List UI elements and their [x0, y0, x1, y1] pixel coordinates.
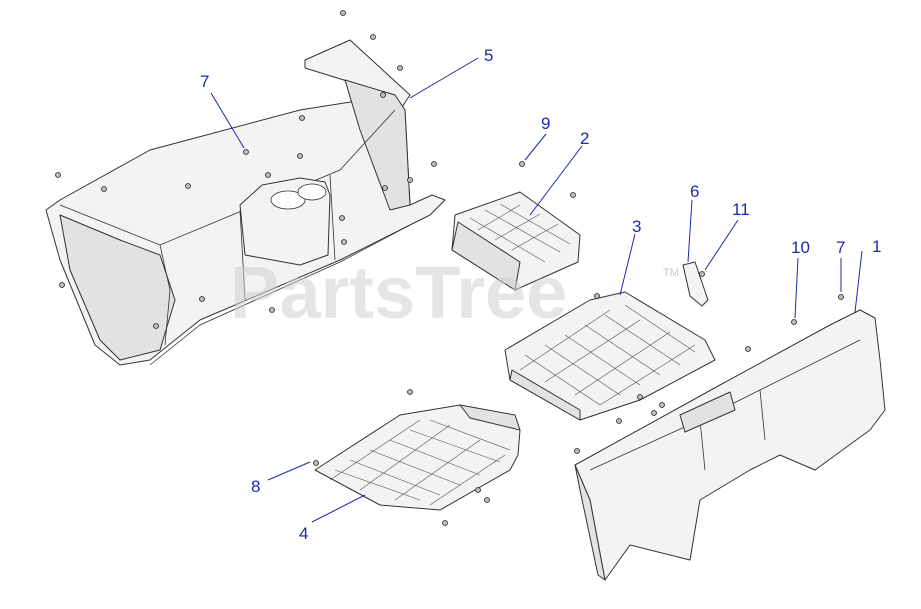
callout-10[interactable]: 10	[791, 238, 810, 257]
watermark-trademark: TM	[663, 267, 679, 279]
callout-7[interactable]: 7	[200, 72, 209, 91]
callout-8[interactable]: 8	[251, 477, 260, 496]
fasteners	[55, 10, 844, 526]
part-4-floor-plate[interactable]	[314, 404, 521, 511]
part-6-bracket[interactable]	[682, 261, 709, 307]
callout-3[interactable]: 3	[632, 217, 641, 236]
callout-6[interactable]: 6	[690, 182, 699, 201]
callout-labels: 1 2 3 4 5 6 7 7 8 9 10 11	[200, 46, 881, 543]
callout-2[interactable]: 2	[580, 129, 589, 148]
part-3-floor-grate[interactable]	[504, 291, 716, 421]
callout-9[interactable]: 9	[541, 114, 550, 133]
leader-lines	[210, 57, 863, 523]
callout-4[interactable]: 4	[299, 524, 308, 543]
part-1-rear-panel[interactable]	[574, 309, 886, 581]
callout-5[interactable]: 5	[484, 46, 493, 65]
callout-11[interactable]: 11	[732, 200, 750, 219]
watermark-text: PartsTree	[230, 251, 567, 334]
part-5-fender-panel[interactable]	[45, 39, 446, 366]
callout-7[interactable]: 7	[836, 238, 845, 257]
part-2-cover[interactable]	[451, 191, 581, 291]
callout-1[interactable]: 1	[872, 237, 881, 256]
